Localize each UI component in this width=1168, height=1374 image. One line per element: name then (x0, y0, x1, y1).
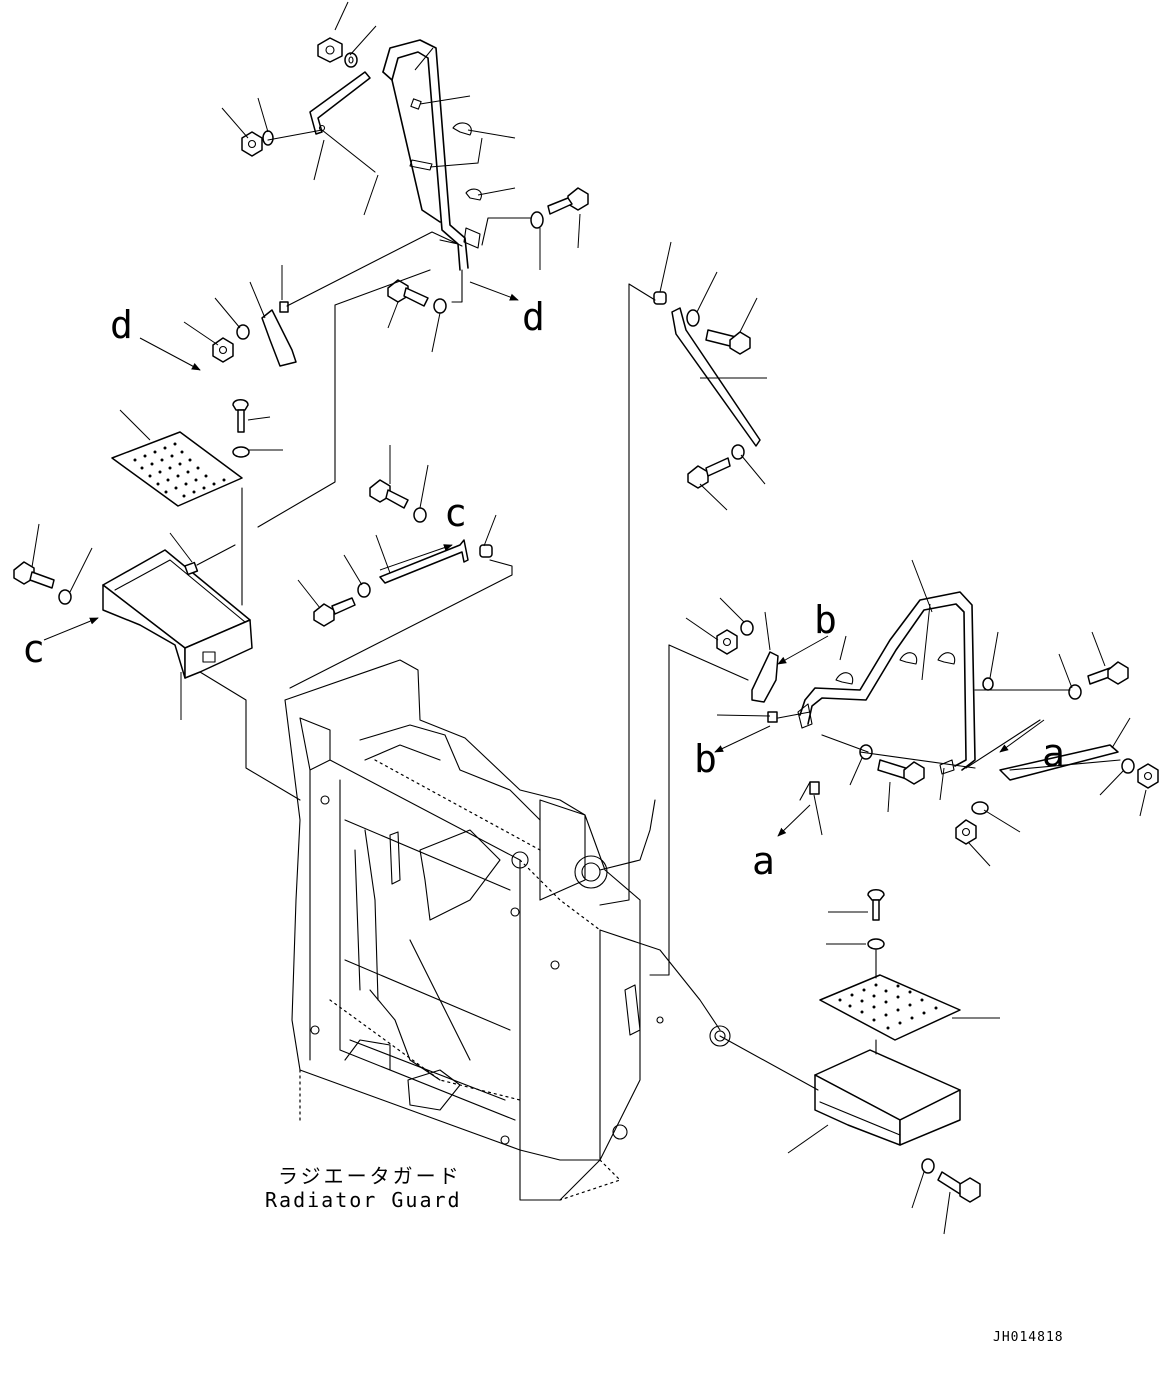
washer-d (236, 324, 250, 340)
drawing-code: JH014818 (993, 1330, 1064, 1345)
right-washer-bottom (971, 801, 989, 815)
right-washer-upper (740, 620, 754, 636)
left-step-washer-side (58, 589, 72, 605)
callout-a-lower: a (752, 839, 775, 883)
washer-upper-left (262, 130, 274, 146)
left-step-box (102, 549, 253, 679)
left-step-bolt-side (13, 561, 55, 589)
center-stay-spacer (479, 544, 493, 558)
handrail-clips-upper (409, 98, 482, 201)
callout-d-left: d (110, 303, 133, 347)
washer-upper-center (433, 298, 447, 314)
right-stay-a (999, 744, 1119, 781)
right-upper-washer (686, 309, 700, 327)
center-stay-c (379, 539, 469, 584)
left-step-plate (111, 431, 243, 507)
left-step-nut (184, 561, 199, 576)
caption-english: Radiator Guard (265, 1188, 462, 1212)
upper-left-handrail (382, 39, 481, 271)
washer-top (344, 52, 358, 68)
callout-c-center: c (444, 491, 467, 535)
spacer-d (279, 301, 289, 313)
center-stay-washer (413, 507, 427, 523)
caption-japanese: ラジエータガード (278, 1164, 462, 1188)
upper-left-bracket-d (261, 309, 297, 367)
right-washer-a (1068, 684, 1082, 700)
nut-d (212, 337, 234, 363)
callout-arrows (43, 281, 1045, 837)
radiator-guard-frame (284, 659, 731, 1201)
right-upper-stay (671, 307, 761, 447)
right-nut-upper (716, 629, 738, 655)
right-bolt-mid (877, 759, 925, 785)
right-nut-bottom (955, 819, 977, 845)
center-stay-bolt-lower (313, 597, 356, 627)
right-step-washer-bottom (921, 1158, 935, 1174)
right-spacer-b (767, 711, 778, 723)
right-small-washer (982, 677, 994, 691)
nut-top (317, 37, 343, 63)
right-handrail-clips (835, 652, 956, 775)
right-nut-lower (1137, 763, 1159, 789)
callout-d-right: d (522, 295, 545, 339)
upper-left-stay (309, 71, 371, 135)
center-stay-washer-lower (357, 582, 371, 598)
right-step-bolt-bottom (937, 1171, 981, 1203)
right-upper-bolt (705, 329, 751, 355)
callout-b-upper: b (814, 598, 837, 642)
right-step-plate (819, 974, 961, 1041)
callout-c-left: c (22, 627, 45, 671)
right-upper-bolt-lower (687, 457, 731, 489)
callout-a-right: a (1042, 731, 1065, 775)
right-handrail (797, 591, 976, 771)
right-spacer-a (809, 781, 820, 795)
assembly-lines (196, 129, 1121, 1091)
washer-upper-right (530, 211, 544, 229)
bolt-upper-right (547, 187, 589, 215)
right-washer-lower (1121, 758, 1135, 774)
center-stay-bolt (369, 479, 409, 509)
leader-lines (31, 1, 1147, 1235)
right-bracket-b (751, 651, 779, 703)
callout-b-lower: b (694, 737, 717, 781)
nut-upper-left (241, 131, 263, 157)
right-step-washer (867, 938, 885, 950)
left-step-bolt-top (232, 399, 249, 433)
bolt-upper-center (387, 279, 429, 307)
left-step-washer (232, 446, 250, 458)
right-upper-spacer (653, 291, 667, 305)
right-bolt-a (1087, 661, 1129, 685)
right-step-bolt-top (867, 889, 885, 921)
right-step-box (814, 1049, 961, 1146)
